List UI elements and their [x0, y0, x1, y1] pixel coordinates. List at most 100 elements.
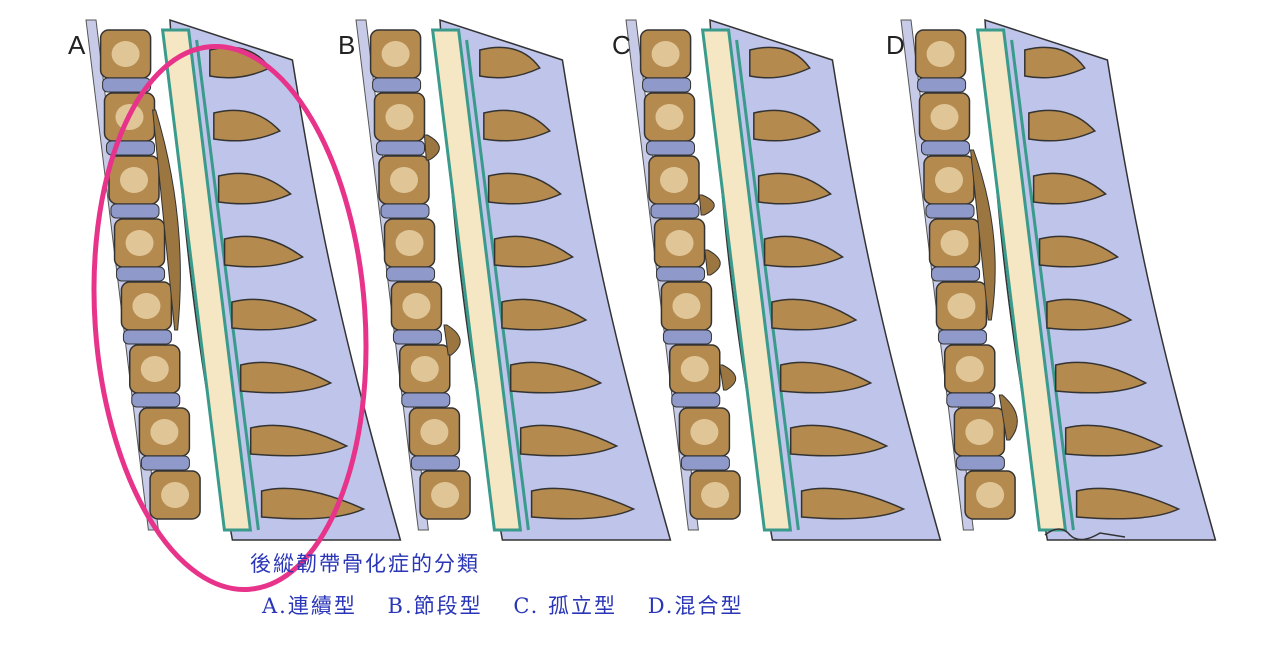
spinous-process	[800, 487, 906, 520]
spinous-process	[771, 298, 858, 331]
spine-panel-b	[355, 18, 672, 541]
vertebra-highlight	[690, 419, 719, 445]
intervertebral-disc	[401, 392, 451, 408]
intervertebral-disc	[386, 266, 436, 282]
vertebra-highlight	[150, 419, 179, 445]
spinous-process	[260, 487, 366, 520]
dura-line	[195, 39, 260, 531]
vertebra-highlight	[125, 230, 154, 256]
spinous-process	[1075, 487, 1181, 520]
spinous-process	[789, 424, 889, 457]
intervertebral-disc	[375, 140, 425, 156]
intervertebral-disc	[917, 77, 967, 93]
vertebra-highlight	[940, 230, 969, 256]
ossified-ligament	[152, 109, 181, 331]
caption-types: A.連續型 B.節段型 C. 孤立型 D.混合型	[262, 590, 765, 620]
panel-label-a: A	[68, 30, 86, 60]
spinal-cord	[700, 28, 793, 532]
ossified-ligament	[998, 394, 1018, 441]
vertebra-highlight	[385, 104, 414, 130]
vertebra-highlight	[659, 167, 688, 193]
vertebra-highlight	[955, 356, 984, 382]
intervertebral-disc	[937, 329, 987, 345]
panel-label-b: B	[338, 30, 356, 60]
spinous-process	[249, 424, 349, 457]
spinous-process	[487, 172, 562, 205]
intervertebral-disc	[392, 329, 442, 345]
spinous-process	[213, 109, 282, 142]
panel-label-c: C	[612, 30, 631, 60]
spinal-cord	[430, 28, 523, 532]
spinous-process	[779, 361, 873, 394]
vertebra-highlight	[140, 356, 169, 382]
spinous-process	[479, 46, 541, 79]
intervertebral-disc	[380, 203, 430, 219]
vertebra-highlight	[665, 230, 694, 256]
spinous-process	[1046, 298, 1133, 331]
spinous-process	[501, 298, 588, 331]
vertebra-highlight	[410, 356, 439, 382]
intervertebral-disc	[650, 203, 700, 219]
vertebra-highlight	[161, 482, 190, 508]
intervertebral-disc	[931, 266, 981, 282]
spinous-process	[223, 235, 305, 268]
spinous-process	[1024, 46, 1086, 79]
spine-panel-c	[625, 18, 942, 541]
vertebra-highlight	[431, 482, 460, 508]
intervertebral-disc	[642, 77, 692, 93]
intervertebral-disc	[116, 266, 166, 282]
vertebra-highlight	[132, 293, 161, 319]
spinous-process	[1038, 235, 1120, 268]
intervertebral-disc	[122, 329, 172, 345]
vertebra-highlight	[930, 104, 959, 130]
spinous-process	[1032, 172, 1107, 205]
vertebra-highlight	[381, 41, 410, 67]
ossified-ligament	[698, 194, 715, 216]
caption-title: 後縱韌帶骨化症的分類	[250, 552, 480, 576]
intervertebral-disc	[410, 455, 460, 471]
spinous-process	[1054, 361, 1148, 394]
ossified-ligament	[719, 364, 737, 391]
spinous-process	[239, 361, 333, 394]
vertebra-highlight	[395, 230, 424, 256]
panel-label-d: D	[886, 30, 905, 60]
type-segmental: B.節段型	[387, 594, 483, 618]
spinous-process	[530, 487, 636, 520]
vertebra-highlight	[389, 167, 418, 193]
vertebra-highlight	[111, 41, 140, 67]
vertebra-highlight	[701, 482, 730, 508]
spinous-process	[493, 235, 575, 268]
ossified-ligament	[423, 134, 440, 161]
intervertebral-disc	[671, 392, 721, 408]
vertebra-highlight	[402, 293, 431, 319]
spinous-process	[509, 361, 603, 394]
vertebra-highlight	[672, 293, 701, 319]
intervertebral-disc	[920, 140, 970, 156]
annotation-ellipse	[91, 43, 369, 593]
vertebra-highlight	[655, 104, 684, 130]
ossified-ligament	[969, 149, 996, 321]
artist-signature	[1044, 528, 1126, 541]
intervertebral-disc	[662, 329, 712, 345]
spinous-process	[519, 424, 619, 457]
intervertebral-disc	[372, 77, 422, 93]
intervertebral-disc	[656, 266, 706, 282]
intervertebral-disc	[946, 392, 996, 408]
intervertebral-disc	[140, 455, 190, 471]
spinal-cord	[160, 28, 253, 532]
spinous-process	[753, 109, 822, 142]
intervertebral-disc	[131, 392, 181, 408]
spinous-process	[757, 172, 832, 205]
vertebra-highlight	[420, 419, 449, 445]
spine-panel-d	[900, 18, 1217, 541]
ossified-ligament	[704, 249, 721, 276]
vertebra-highlight	[947, 293, 976, 319]
spinal-cord	[975, 28, 1068, 532]
spinous-process	[231, 298, 318, 331]
intervertebral-disc	[955, 455, 1005, 471]
intervertebral-disc	[645, 140, 695, 156]
dura-line	[1010, 39, 1075, 531]
spinous-process	[483, 109, 552, 142]
intervertebral-disc	[110, 203, 160, 219]
